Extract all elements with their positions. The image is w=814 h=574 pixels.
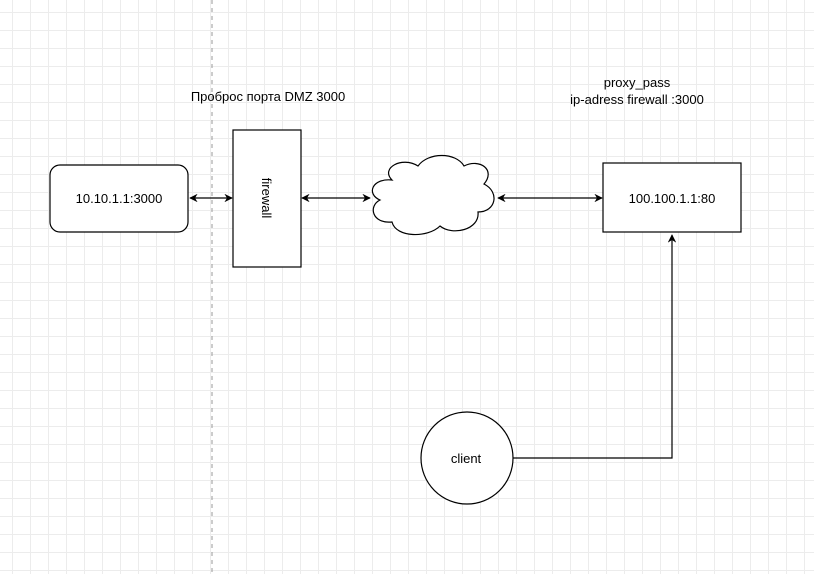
proxy-server-box <box>602 162 742 233</box>
firewall-box <box>232 129 302 268</box>
client-circle <box>420 411 514 505</box>
proxy-server-label: 100.100.1.1:80 <box>629 191 716 206</box>
client-label: client <box>451 451 482 466</box>
internet-cloud-node[interactable] <box>371 154 495 236</box>
edge-client-proxy <box>513 234 677 459</box>
proxy-server-node[interactable]: 100.100.1.1:80 <box>602 162 742 233</box>
internet-cloud-icon <box>371 154 495 236</box>
proxy-pass-annotation: proxy_pass <box>604 75 671 90</box>
proxy-target-annotation: ip-adress firewall :3000 <box>570 92 704 107</box>
internal-server-box <box>49 164 189 233</box>
firewall-node[interactable]: firewall <box>232 129 302 268</box>
internal-server-label: 10.10.1.1:3000 <box>76 191 163 206</box>
port-forward-annotation: Проброс порта DMZ 3000 <box>191 89 345 104</box>
internal-server-node[interactable]: 10.10.1.1:3000 <box>49 164 189 233</box>
client-node[interactable]: client <box>420 411 514 505</box>
firewall-label: firewall <box>259 178 274 219</box>
